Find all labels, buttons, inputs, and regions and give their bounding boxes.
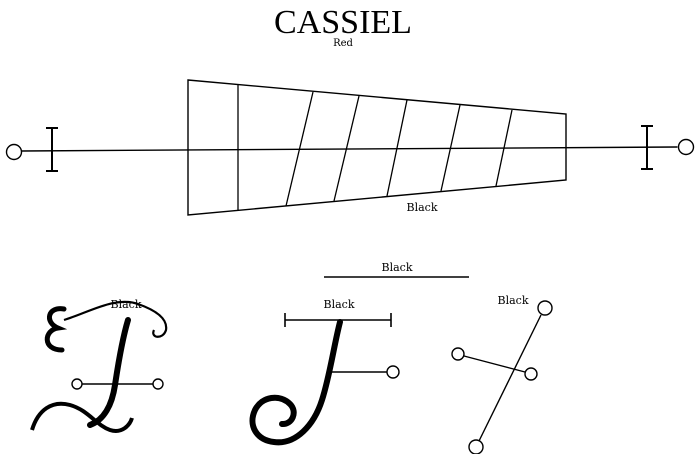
right-sigil-color-label: Black [498, 294, 529, 307]
trapezoid-color-label: Black [407, 201, 438, 214]
left-end-circle [7, 145, 22, 160]
trapezoid-divisions [238, 85, 512, 210]
middle-sigil [252, 313, 399, 442]
axis-line [22, 147, 678, 151]
top-axis-figure [7, 80, 694, 215]
left-i-marker [46, 128, 58, 171]
right-end-circle [679, 140, 694, 155]
diagram-title: CASSIEL [274, 4, 412, 41]
left-sigil [32, 302, 166, 431]
right-sigil [452, 301, 552, 454]
diagram-subtitle: Red [333, 38, 353, 49]
bar-color-label: Black [382, 261, 413, 274]
middle-sigil-color-label: Black [324, 298, 355, 311]
